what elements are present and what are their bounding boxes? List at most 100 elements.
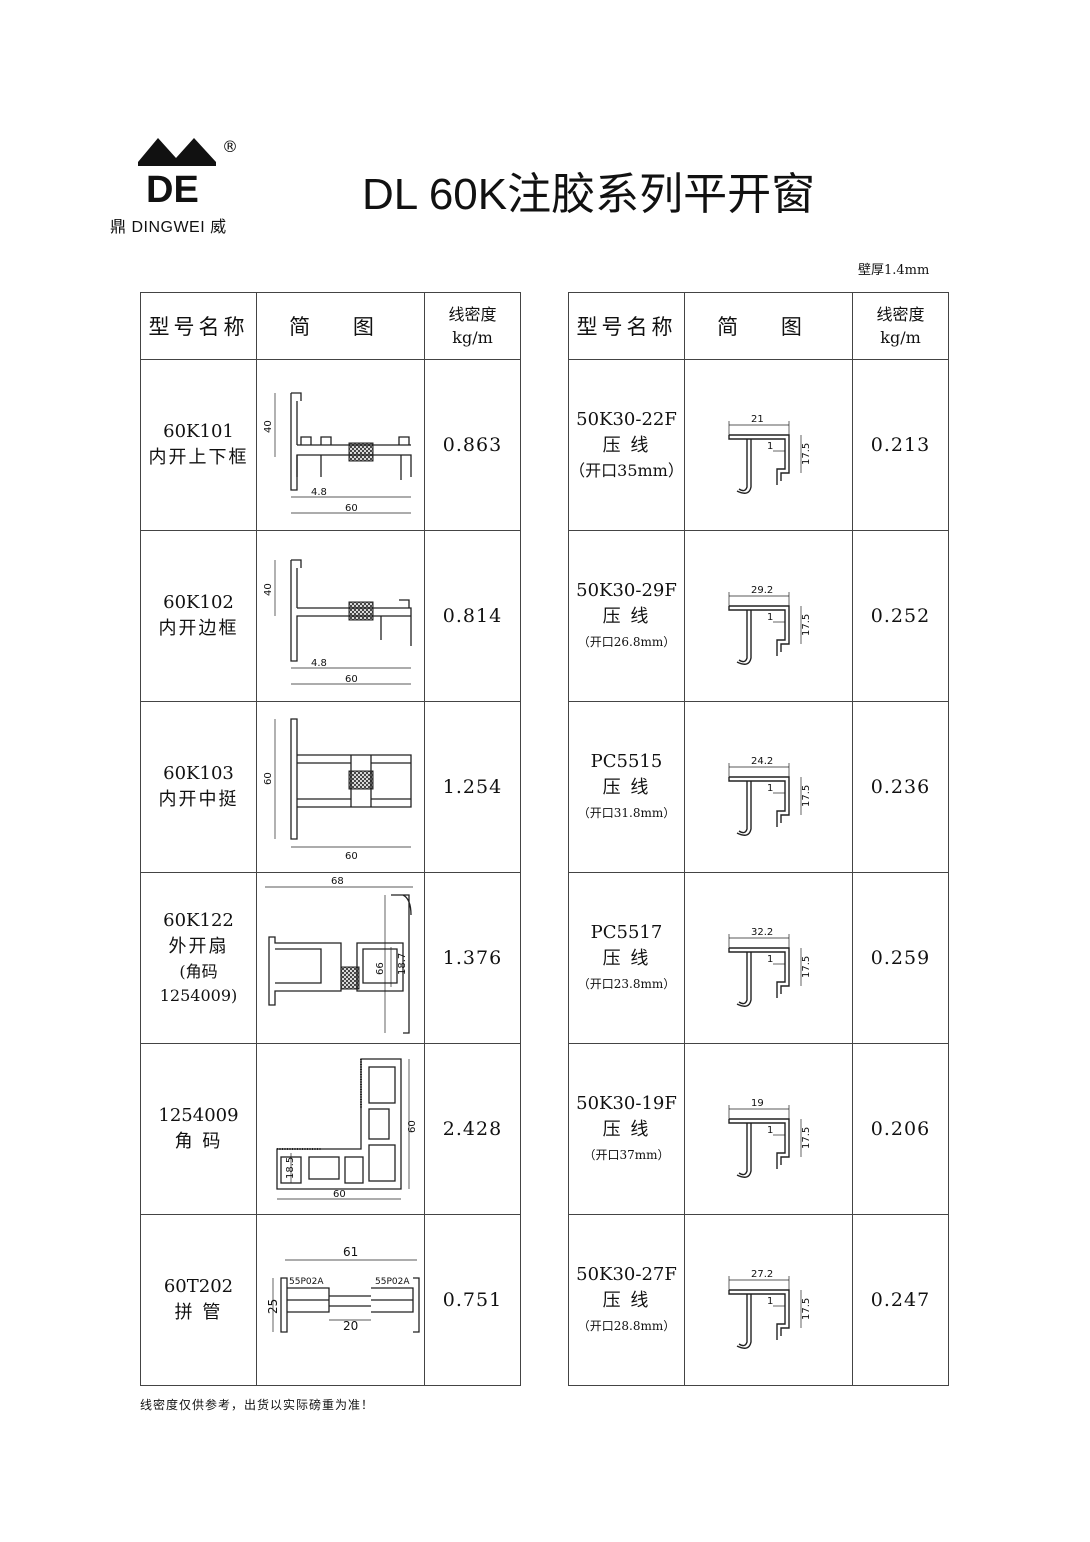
wall-thickness: 壁厚1.4mm <box>858 263 930 278</box>
model-code: 60K102 <box>163 592 234 613</box>
dim-label: 60 <box>345 503 358 514</box>
dim-label: 17.5 <box>801 614 812 636</box>
profile-drawing: 68 66 18.7 <box>264 876 413 1034</box>
drawing-cell: 60 18.5 60 <box>256 1043 425 1215</box>
dim-label: 21 <box>751 414 764 425</box>
header-drawing: 简 图 <box>256 292 425 360</box>
model-note: （开口35mm） <box>569 461 684 480</box>
model-code: 50K30-29F <box>576 580 677 601</box>
dim-label: 60 <box>345 674 358 685</box>
dim-label: 40 <box>263 583 274 596</box>
dim-label: 68 <box>331 876 344 887</box>
density-unit: kg/m <box>880 328 921 347</box>
model-note: （开口23.8mm） <box>577 977 676 991</box>
dim-label: 55P02A <box>289 1277 324 1287</box>
dim-label: 1 <box>767 1296 773 1307</box>
density-value: 0.751 <box>424 1214 521 1386</box>
dim-label: 25 <box>266 1299 280 1314</box>
density-value: 0.863 <box>424 359 521 531</box>
density-value: 2.428 <box>424 1043 521 1215</box>
density-value: 0.206 <box>852 1043 949 1215</box>
drawing-cell: 68 66 18.7 <box>256 872 425 1044</box>
dim-label: 1 <box>767 1125 773 1136</box>
header-drawing: 简 图 <box>684 292 853 360</box>
dim-label: 1 <box>767 783 773 794</box>
dim-label: 27.2 <box>751 1269 773 1280</box>
dim-label: 55P02A <box>375 1277 410 1287</box>
model-desc: 压 线 <box>602 948 651 969</box>
registered-mark: ® <box>222 137 238 156</box>
profile-drawing: 60 60 <box>263 718 412 862</box>
model-note: （开口26.8mm） <box>577 635 676 649</box>
header-model: 型号名称 <box>140 292 257 360</box>
density-value: 0.252 <box>852 530 949 702</box>
model-desc: 内开边框 <box>158 618 239 639</box>
brand-name: 鼎 DINGWEI 威 <box>110 219 227 236</box>
model-code: 60K122 <box>163 910 234 931</box>
model-code: 60K103 <box>163 763 234 784</box>
density-label: 线密度 <box>876 305 925 324</box>
model-note: （开口28.8mm） <box>577 1319 676 1333</box>
dim-label: 17.5 <box>801 443 812 465</box>
density-unit: kg/m <box>452 328 493 347</box>
model-code: 60T202 <box>163 1276 234 1297</box>
density-value: 0.259 <box>852 872 949 1044</box>
dim-label: 20 <box>343 1319 358 1333</box>
header-model: 型号名称 <box>568 292 685 360</box>
table-header: 型号名称 简 图 线密度 kg/m <box>568 292 949 360</box>
dim-label: 40 <box>263 420 274 433</box>
profile-drawing: 61 55P02A 55P02A 25 20 <box>266 1245 420 1333</box>
dim-label: 18.7 <box>397 953 408 975</box>
density-value: 0.213 <box>852 359 949 531</box>
dim-label: 60 <box>407 1120 418 1133</box>
model-desc: 角 码 <box>174 1131 223 1152</box>
table-row: 60K102 内开边框 40 4.8 60 0.814 <box>140 530 521 702</box>
density-value: 0.814 <box>424 530 521 702</box>
dim-label: 1 <box>767 441 773 452</box>
model-desc: 外开扇 <box>168 936 229 957</box>
model-code: PC5517 <box>590 922 663 943</box>
model-code: 60K101 <box>163 421 234 442</box>
brand-logo: DE ® <box>136 134 246 234</box>
dim-label: 4.8 <box>311 658 327 669</box>
footnote: 线密度仅供参考，出货以实际磅重为准！ <box>140 1398 375 1412</box>
model-cell: 60K102 内开边框 <box>140 530 257 702</box>
dim-label: 4.8 <box>311 487 327 498</box>
density-value: 0.236 <box>852 701 949 873</box>
profile-drawing: 60 18.5 60 <box>275 1058 418 1200</box>
profile-drawing: 40 4.8 60 <box>263 392 412 514</box>
model-code: PC5515 <box>590 751 663 772</box>
drawing-cell: 61 55P02A 55P02A 25 20 <box>256 1214 425 1386</box>
dim-label: 60 <box>263 772 274 785</box>
model-cell: 50K30-29F 压 线 （开口26.8mm） <box>568 530 685 702</box>
drawing-cell: 40 4.8 60 <box>256 530 425 702</box>
model-desc: 内开中挺 <box>158 789 239 810</box>
dim-label: 17.5 <box>801 956 812 978</box>
model-desc: 压 线 <box>602 606 651 627</box>
model-desc: 压 线 <box>602 1290 651 1311</box>
profile-drawing: 40 4.8 60 <box>263 559 412 685</box>
